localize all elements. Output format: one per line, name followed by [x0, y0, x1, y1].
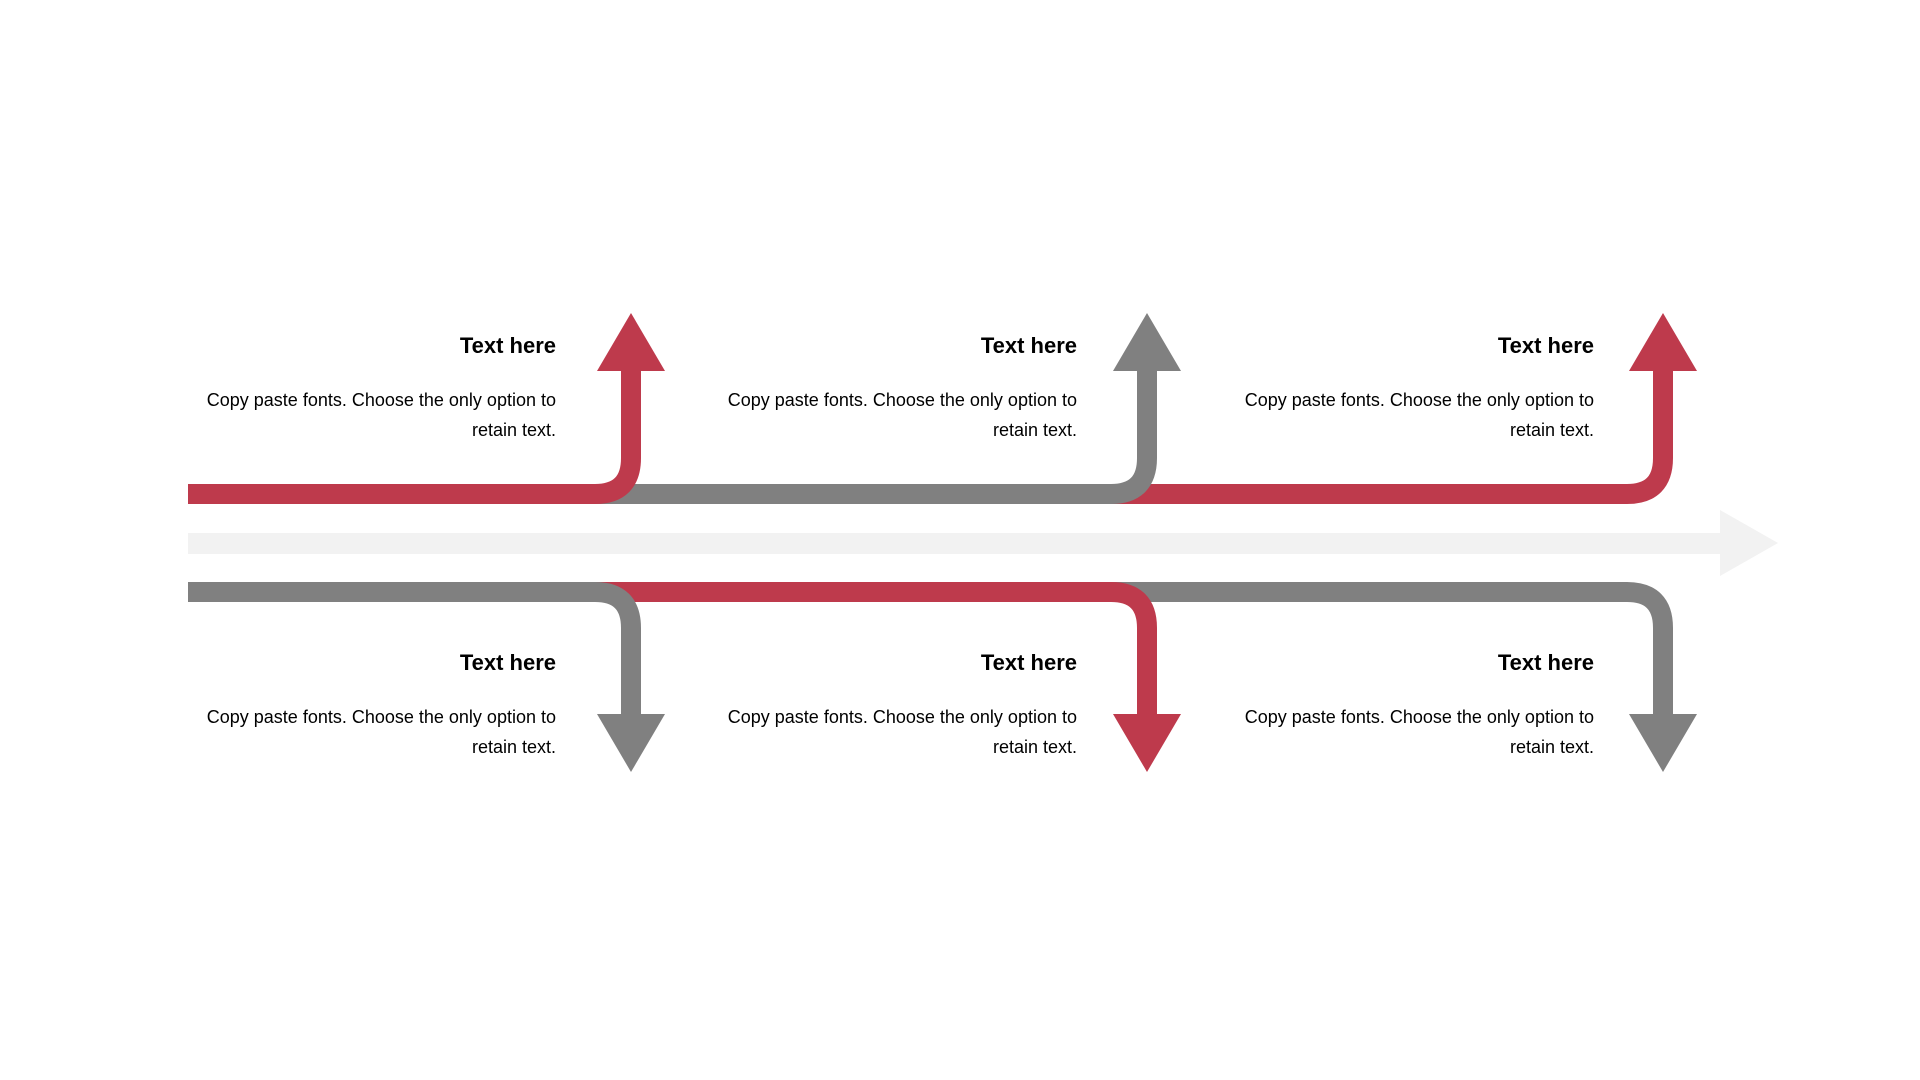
block-body-line: Copy paste fonts. Choose the only option… — [727, 390, 1077, 411]
block-title: Text here — [459, 333, 556, 358]
branch-path-top-1 — [188, 369, 641, 504]
block-title: Text here — [459, 650, 556, 675]
block-title: Text here — [980, 333, 1077, 358]
text-block-top-3: Text here Copy paste fonts. Choose the o… — [1174, 333, 1594, 445]
timeline-arrow — [188, 510, 1778, 576]
arrow-down-icon — [1629, 714, 1697, 772]
text-block-bottom-3: Text here Copy paste fonts. Choose the o… — [1174, 650, 1594, 762]
block-body-line: retain text. — [1509, 420, 1594, 441]
block-body: Copy paste fonts. Choose the only option… — [1174, 385, 1594, 445]
arrow-down-icon — [1113, 714, 1181, 772]
branch-path-top-2 — [188, 369, 1157, 504]
timeline-arrowhead — [1720, 510, 1778, 576]
branch-path-bottom-3 — [188, 582, 1673, 716]
text-block-top-1: Text here Copy paste fonts. Choose the o… — [136, 333, 556, 445]
text-block-top-2: Text here Copy paste fonts. Choose the o… — [657, 333, 1077, 445]
block-body-line: Copy paste fonts. Choose the only option… — [206, 707, 556, 728]
arrow-down-icon — [597, 714, 665, 772]
block-body-line: retain text. — [471, 737, 556, 758]
branch-path-top-3 — [188, 369, 1673, 504]
block-title: Text here — [1497, 650, 1594, 675]
block-title: Text here — [980, 650, 1077, 675]
arrow-up-icon — [1629, 313, 1697, 371]
block-body: Copy paste fonts. Choose the only option… — [136, 702, 556, 762]
timeline-bar — [188, 533, 1722, 554]
block-body-line: retain text. — [992, 420, 1077, 441]
block-body: Copy paste fonts. Choose the only option… — [136, 385, 556, 445]
block-body-line: Copy paste fonts. Choose the only option… — [206, 390, 556, 411]
arrow-up-icon — [597, 313, 665, 371]
arrow-up-icon — [1113, 313, 1181, 371]
text-block-bottom-2: Text here Copy paste fonts. Choose the o… — [657, 650, 1077, 762]
block-body: Copy paste fonts. Choose the only option… — [1174, 702, 1594, 762]
block-title: Text here — [1497, 333, 1594, 358]
branch-path-bottom-1 — [188, 582, 641, 716]
block-body-line: retain text. — [471, 420, 556, 441]
text-block-bottom-1: Text here Copy paste fonts. Choose the o… — [136, 650, 556, 762]
block-body-line: retain text. — [992, 737, 1077, 758]
branch-path-bottom-2 — [188, 582, 1157, 716]
block-body: Copy paste fonts. Choose the only option… — [657, 702, 1077, 762]
block-body-line: retain text. — [1509, 737, 1594, 758]
block-body-line: Copy paste fonts. Choose the only option… — [1244, 390, 1594, 411]
block-body-line: Copy paste fonts. Choose the only option… — [1244, 707, 1594, 728]
block-body-line: Copy paste fonts. Choose the only option… — [727, 707, 1077, 728]
block-body: Copy paste fonts. Choose the only option… — [657, 385, 1077, 445]
